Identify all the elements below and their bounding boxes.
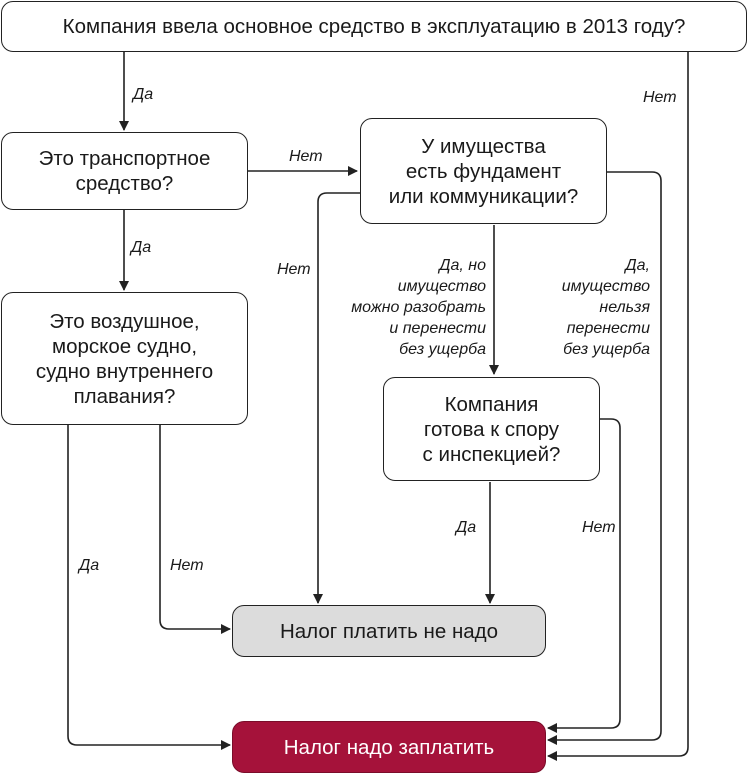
label-vessel-no: Нет xyxy=(170,557,204,574)
label-dispute-yes: Да xyxy=(456,519,477,536)
label-start-yes: Да xyxy=(133,86,154,103)
label-foundation-yes-movable: Да, но имущество можно разобрать и перен… xyxy=(351,257,486,358)
label-transport-yes: Да xyxy=(131,239,152,256)
edge-dispute-no xyxy=(547,418,621,733)
edge-vessel-no xyxy=(159,425,231,634)
label-dispute-no: Нет xyxy=(582,519,616,536)
start-question-node: Компания ввела основное средство в экспл… xyxy=(1,1,747,52)
dispute-question-node: Компания готова к спору с инспекцией? xyxy=(383,377,600,481)
foundation-question-node: У имущества есть фундамент или коммуника… xyxy=(360,118,607,224)
pay-tax-result-node: Налог надо заплатить xyxy=(232,721,546,773)
edge-foundation-yes-fixed xyxy=(547,171,662,745)
transport-question-node: Это транспортное средство? xyxy=(1,132,248,210)
label-transport-no: Нет xyxy=(289,148,323,165)
edge-start-no xyxy=(547,52,689,761)
label-vessel-yes: Да xyxy=(79,557,100,574)
vessel-question-node: Это воздушное, морское судно, судно внут… xyxy=(1,292,248,425)
no-tax-result-node: Налог платить не надо xyxy=(232,605,546,657)
edge-vessel-yes xyxy=(67,425,231,750)
label-foundation-no: Нет xyxy=(277,261,311,278)
label-start-no: Нет xyxy=(643,89,677,106)
label-foundation-yes-fixed: Да, имущество нельзя перенести без ущерб… xyxy=(561,257,650,358)
edge-foundation-no xyxy=(313,192,360,604)
